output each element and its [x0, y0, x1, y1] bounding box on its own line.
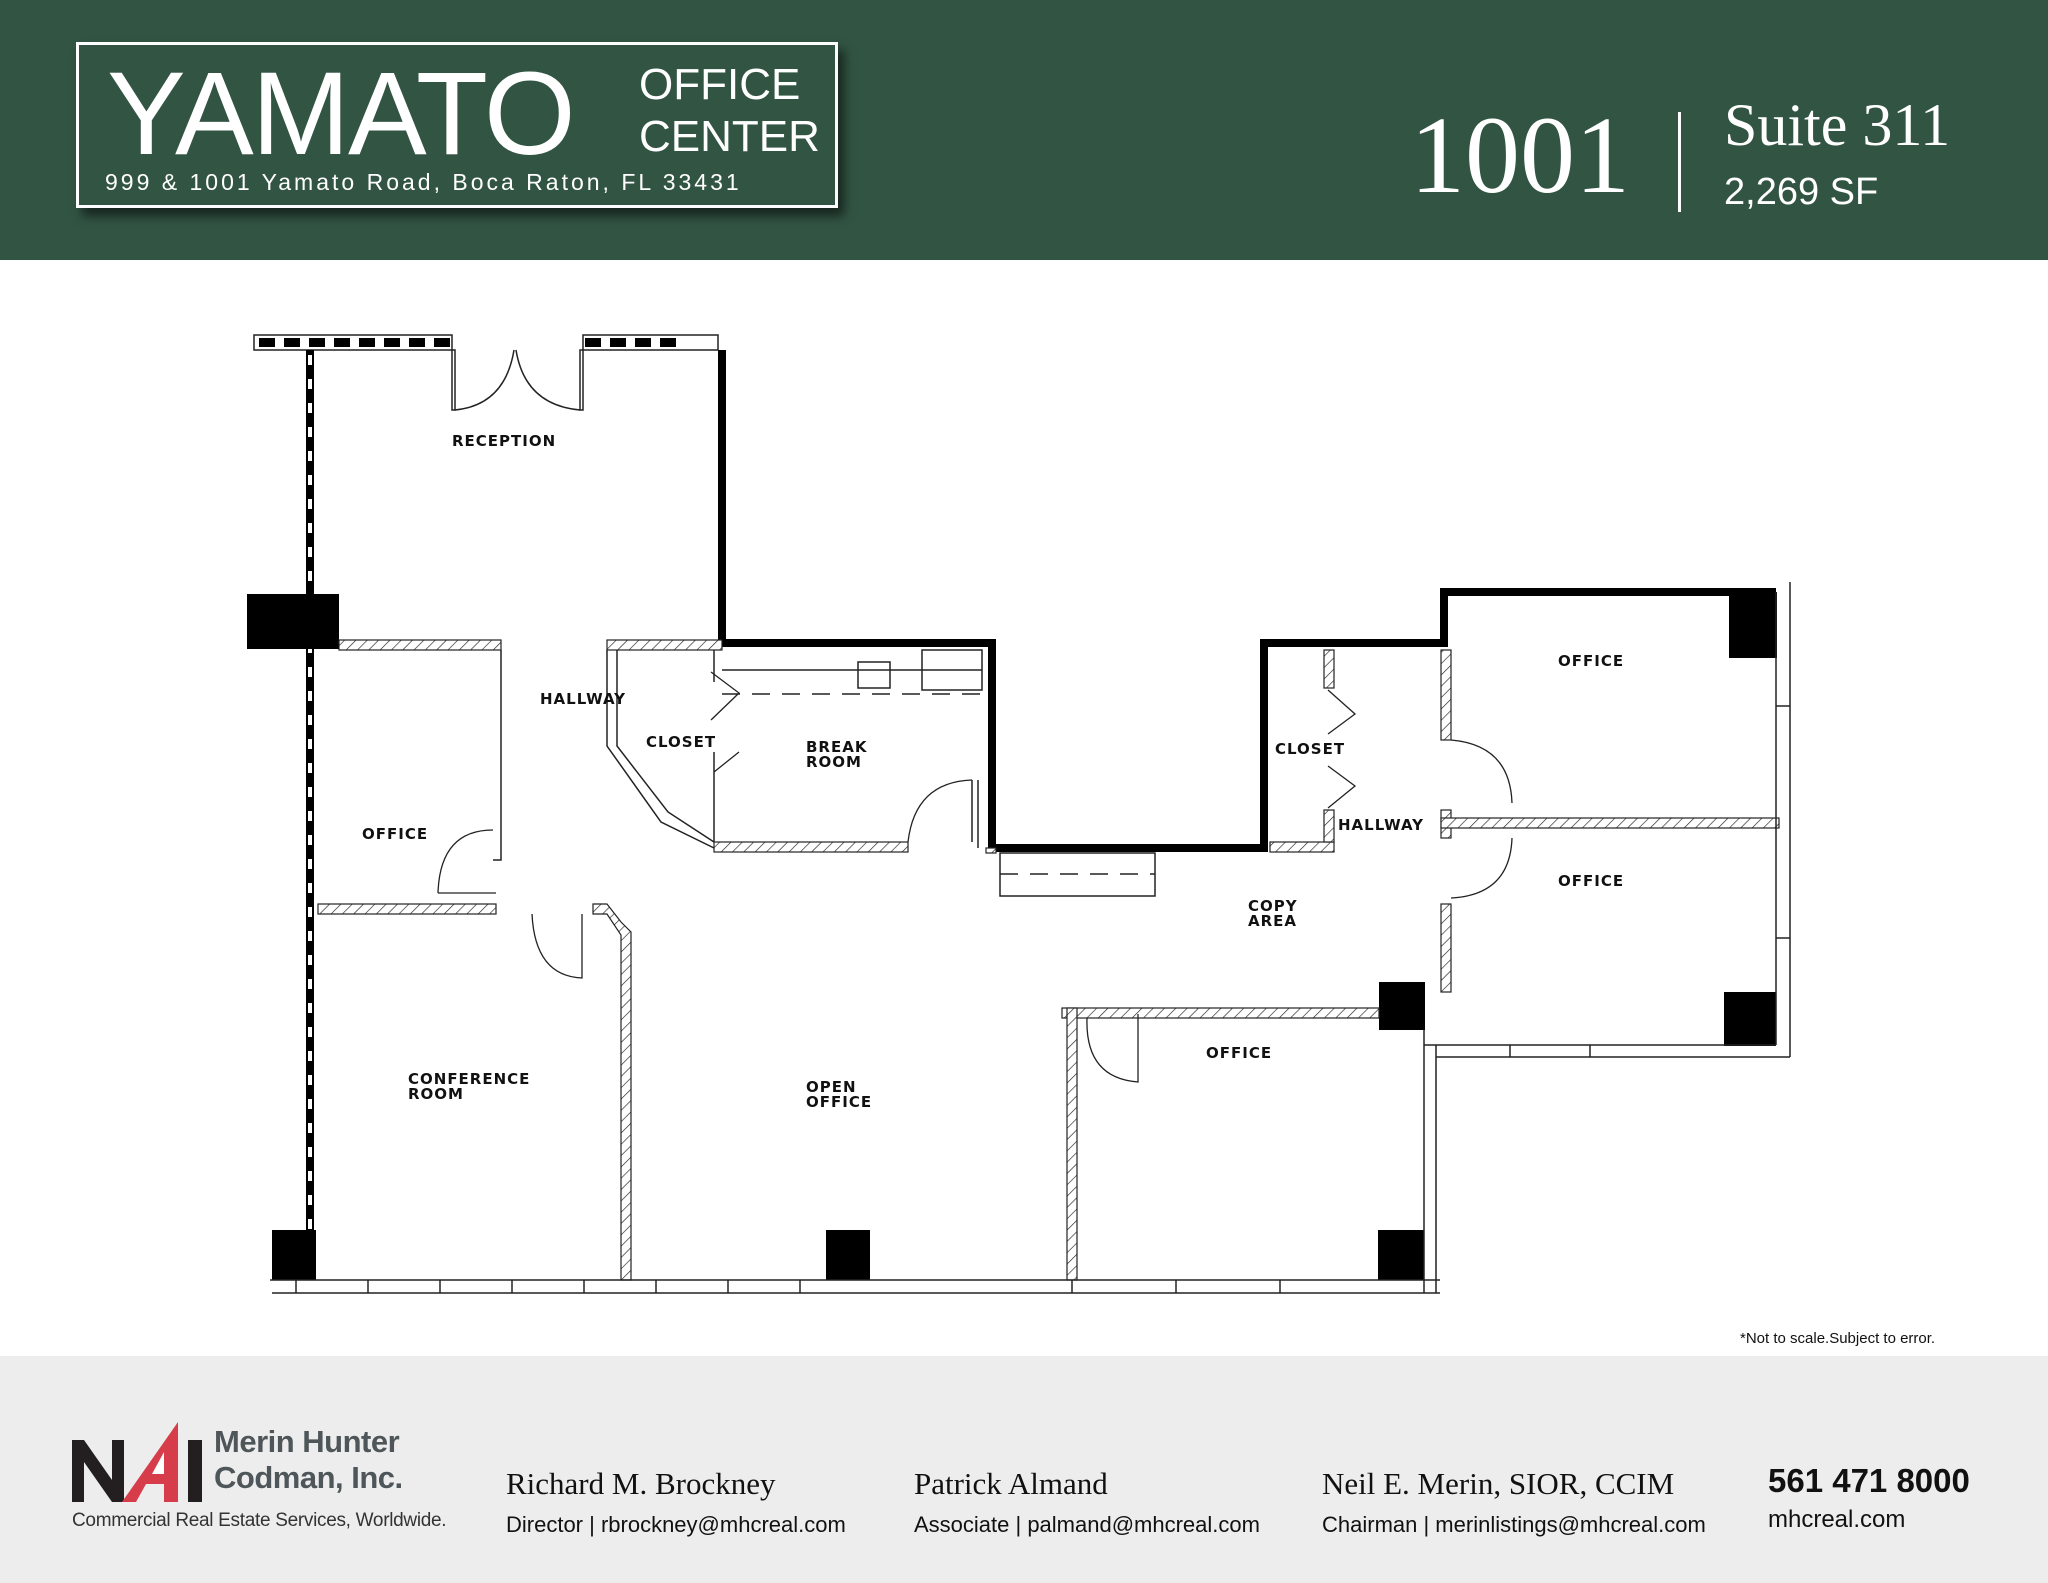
contact-almand: Patrick Almand Associate | palmand@mhcre… [914, 1466, 1260, 1538]
room-label-hallway-west: HALLWAY [540, 690, 626, 708]
room-label-closet-west: CLOSET [646, 733, 716, 751]
yamato-logo: YAMATO OFFICE CENTER 999 & 1001 Yamato R… [76, 42, 838, 208]
website-link[interactable]: mhcreal.com [1768, 1506, 1906, 1533]
footer [0, 1356, 2048, 1583]
north-window-wall [253, 334, 719, 351]
logo-sub-line2: CENTER [639, 112, 820, 161]
disclaimer: *Not to scale.Subject to error. [1740, 1330, 1936, 1347]
room-label-open-office-2: OFFICE [806, 1093, 872, 1111]
interior-doors[interactable] [437, 671, 1513, 1083]
floor-plan: RECEPTION HALLWAY CLOSET BREAK ROOM OFFI… [247, 334, 1791, 1294]
square-footage: 2,269 SF [1724, 171, 1879, 213]
company-name-line1: Merin Hunter [214, 1424, 400, 1459]
room-label-office-east: OFFICE [1558, 872, 1624, 890]
room-label-office-south: OFFICE [1206, 1044, 1272, 1062]
header-banner: YAMATO OFFICE CENTER 999 & 1001 Yamato R… [0, 0, 2048, 260]
contact-role-email[interactable]: Director | rbrockney@mhcreal.com [506, 1512, 846, 1537]
suite-number: Suite 311 [1724, 92, 1951, 158]
demising-walls [718, 350, 1776, 852]
contact-role-email[interactable]: Associate | palmand@mhcreal.com [914, 1512, 1260, 1537]
room-label-office-west: OFFICE [362, 825, 428, 843]
room-label-copy-area-1: COPY [1248, 897, 1298, 915]
logo-sub-text: OFFICE CENTER [639, 59, 820, 163]
company-name-line2: Codman, Inc. [214, 1460, 403, 1495]
room-label-closet-east: CLOSET [1275, 740, 1345, 758]
structural-columns [247, 592, 1777, 1280]
company-tagline: Commercial Real Estate Services, Worldwi… [72, 1510, 447, 1531]
contact-name: Neil E. Merin, SIOR, CCIM [1322, 1466, 1675, 1501]
room-label-break-room-2: ROOM [806, 753, 862, 771]
logo-main-text: YAMATO [107, 48, 576, 180]
room-label-open-office-1: OPEN [806, 1078, 857, 1096]
room-label-break-room-1: BREAK [806, 738, 868, 756]
room-label-conference-2: ROOM [408, 1085, 464, 1103]
room-label-reception: RECEPTION [452, 432, 556, 450]
company-name: Merin Hunter Codman, Inc. [214, 1424, 403, 1496]
window-mullions [295, 705, 1790, 1293]
room-label-hallway-east: HALLWAY [1338, 816, 1424, 834]
phone-number[interactable]: 561 471 8000 [1768, 1462, 1970, 1499]
contact-merin: Neil E. Merin, SIOR, CCIM Chairman | mer… [1322, 1466, 1706, 1538]
room-label-office-northeast: OFFICE [1558, 652, 1624, 670]
property-address: 999 & 1001 Yamato Road, Boca Raton, FL 3… [105, 169, 742, 195]
contact-role-email[interactable]: Chairman | merinlistings@mhcreal.com [1322, 1512, 1706, 1537]
nai-logo-icon [72, 1422, 202, 1502]
contact-brockney: Richard M. Brockney Director | rbrockney… [506, 1466, 846, 1538]
building-number: 1001 [1410, 94, 1630, 216]
room-label-copy-area-2: AREA [1248, 912, 1297, 930]
contact-name: Patrick Almand [914, 1466, 1108, 1501]
partition-walls [317, 639, 1780, 1281]
header-divider [1678, 112, 1681, 212]
contact-name: Richard M. Brockney [506, 1466, 776, 1501]
reception-door[interactable] [451, 349, 584, 411]
thin-walls [270, 582, 1791, 1294]
logo-sub-line1: OFFICE [639, 60, 801, 109]
room-label-conference-1: CONFERENCE [408, 1070, 530, 1088]
